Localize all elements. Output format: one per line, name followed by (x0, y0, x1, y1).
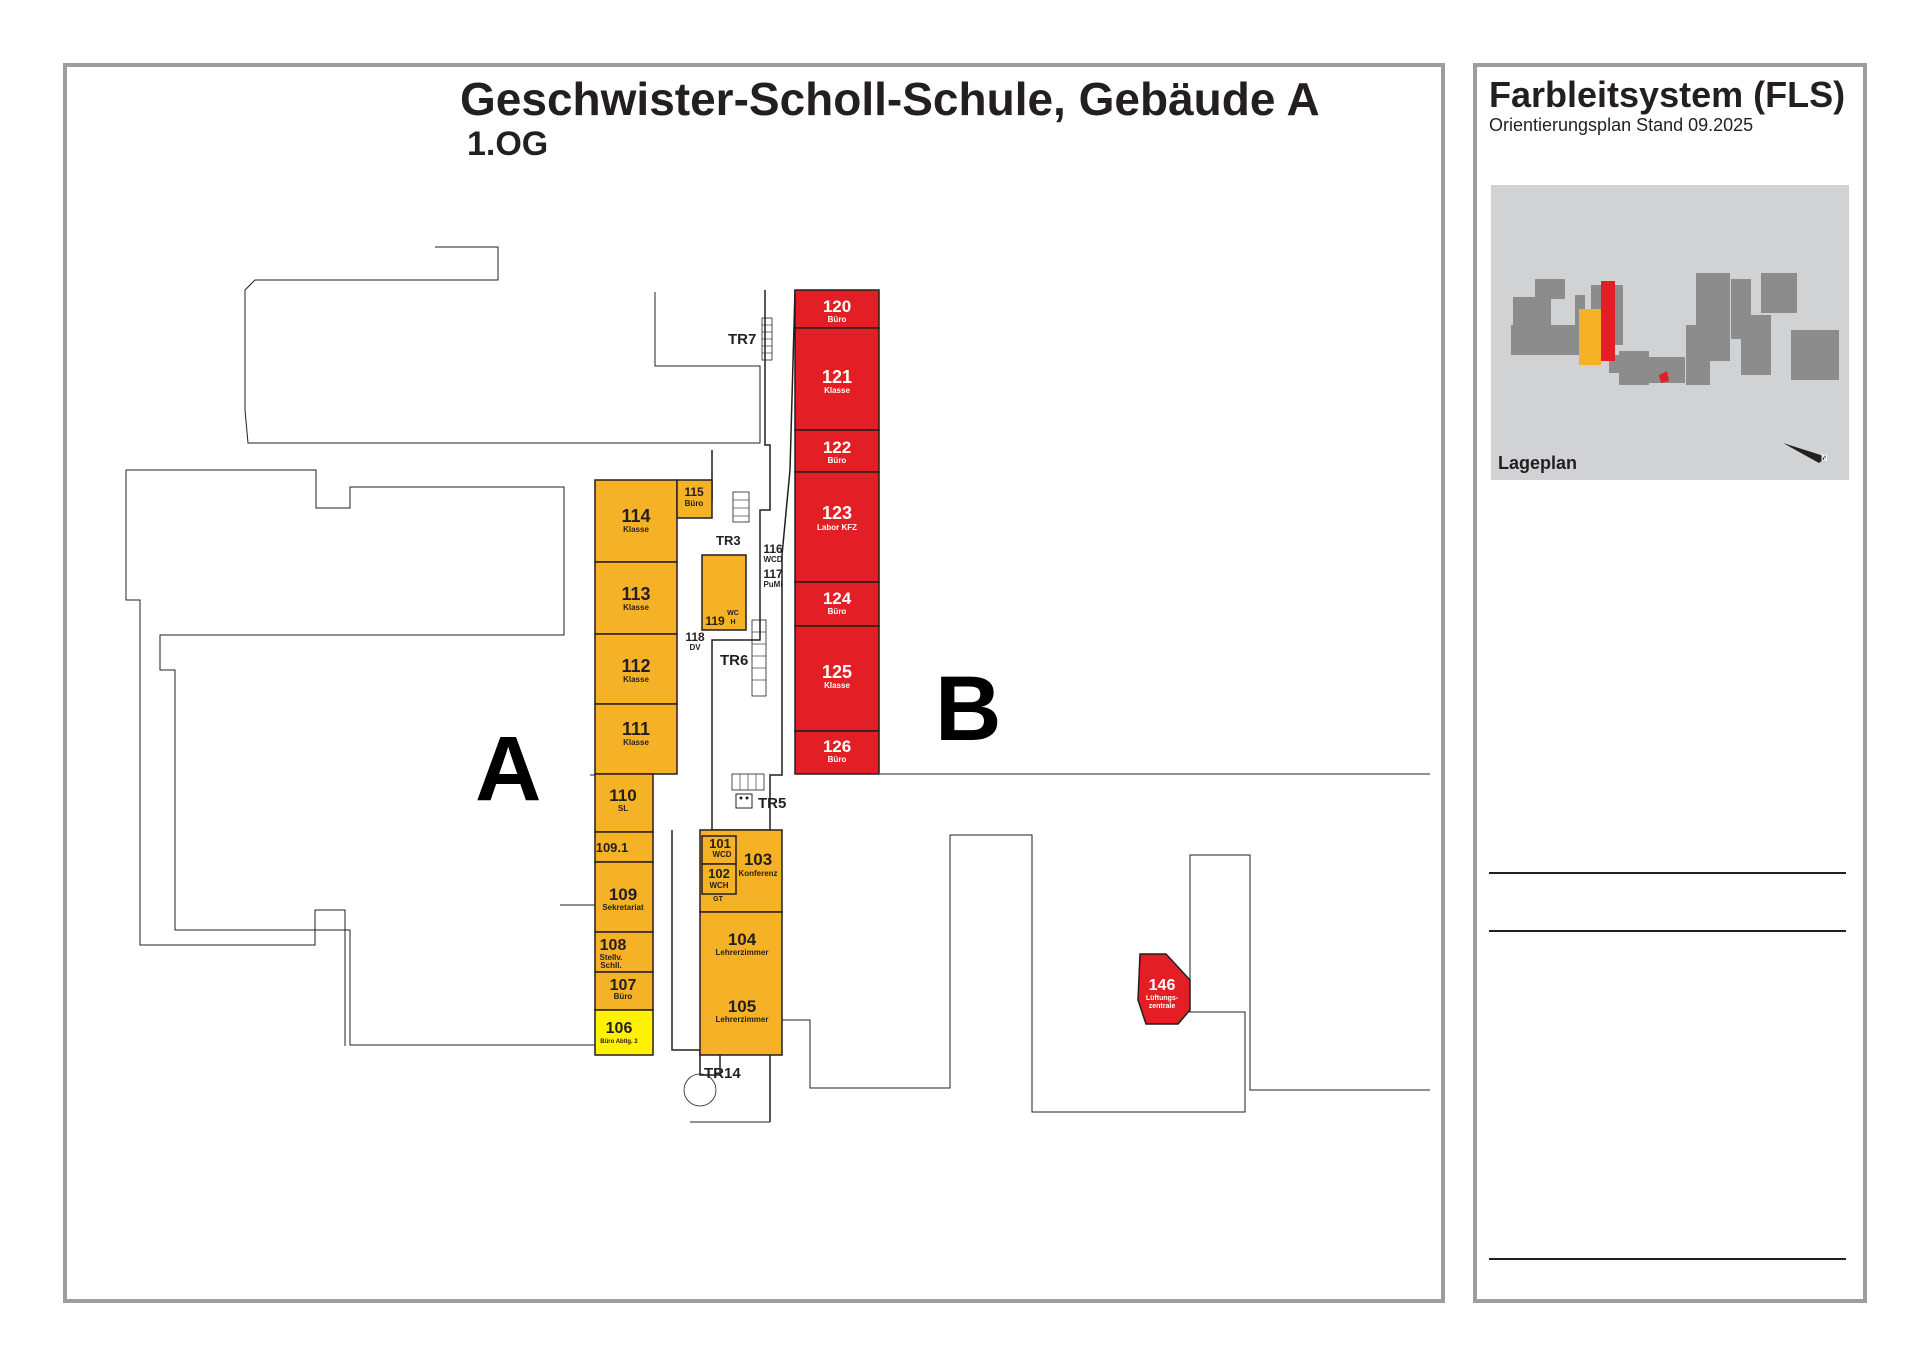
stair-tr14-label: TR14 (704, 1065, 741, 1082)
building-outlines (125, 246, 1430, 1123)
room-124-number: 124 (823, 589, 852, 608)
room-106-label: Büro Abtlg. 2 (600, 1039, 638, 1045)
site-plan-map: N (1491, 185, 1849, 480)
room-126-label: Büro (828, 755, 847, 764)
room-119-label: WC (727, 610, 739, 617)
room-119-number: 119 (705, 614, 725, 628)
stair-tr5-label: TR5 (758, 795, 786, 812)
page-title: Geschwister-Scholl-Schule, Gebäude A (460, 73, 1320, 125)
room-123-label: Labor KFZ (817, 523, 857, 532)
room-111-label: Klasse (623, 738, 649, 747)
zone-b-rooms (794, 289, 1191, 1025)
room-110-number: 110 (609, 786, 636, 805)
room-120-number: 120 (823, 297, 851, 316)
room-114-label: Klasse (623, 525, 649, 534)
room-115-number: 115 (684, 485, 704, 499)
room-120-label: Büro (828, 315, 847, 324)
room-122-number: 122 (823, 438, 851, 457)
room-102-number: 102 (708, 866, 730, 881)
room-113-label: Klasse (623, 603, 649, 612)
room-119-label-2: H (730, 619, 735, 626)
room-108-label-2: Schll. (600, 961, 621, 970)
gt-label: GT (713, 896, 723, 903)
room-125-label: Klasse (824, 681, 850, 690)
room-123-number: 123 (822, 503, 852, 523)
room-110-label: SL (618, 804, 628, 813)
room-125-number: 125 (822, 662, 852, 682)
signature-line-1 (1489, 872, 1846, 874)
room-107-label: Büro (614, 992, 633, 1001)
floor-label: 1.OG (467, 125, 549, 163)
zone-b-label: B (935, 658, 1001, 760)
room-109-number: 109 (609, 885, 637, 904)
room-116-number: 116 (763, 542, 783, 556)
room-122-label: Büro (828, 456, 847, 465)
room-107-number: 107 (610, 977, 637, 994)
room-103-label: Konferenz (738, 869, 777, 878)
room-126-number: 126 (823, 737, 851, 756)
floor-plan-frame (63, 63, 1445, 1303)
room-109-1-number: 109.1 (596, 840, 629, 855)
stair-tr6-label: TR6 (720, 652, 748, 669)
room-112-label: Klasse (623, 675, 649, 684)
legend-subtitle: Orientierungsplan Stand 09.2025 (1489, 115, 1754, 135)
room-121-number: 121 (822, 367, 852, 387)
room-labels: 120 Büro 121 Klasse 122 Büro 123 Labor K… (596, 297, 1179, 1045)
stair-steps (733, 324, 772, 790)
room-124-label: Büro (828, 607, 847, 616)
north-arrow-label: N (1821, 453, 1828, 463)
room-111-number: 111 (622, 719, 650, 739)
room-104-number: 104 (728, 930, 757, 949)
room-105-label: Lehrerzimmer (716, 1015, 769, 1024)
room-102-label: WCH (709, 881, 728, 890)
room-146-number: 146 (1149, 977, 1176, 994)
signature-line-3 (1489, 1258, 1846, 1260)
room-114-number: 114 (621, 506, 650, 526)
room-101-label: WCD (712, 850, 731, 859)
signature-line-2 (1489, 930, 1846, 932)
room-104-label: Lehrerzimmer (716, 948, 769, 957)
room-108-number: 108 (600, 937, 627, 954)
stair-tr3-label: TR3 (716, 533, 741, 548)
zone-a-rooms (594, 479, 783, 1056)
room-117-number: 117 (763, 567, 783, 581)
room-105-number: 105 (728, 997, 756, 1016)
stair-tr7-label: TR7 (728, 331, 756, 348)
room-115-label: Büro (685, 499, 704, 508)
room-116-label: WCD (763, 555, 782, 564)
room-108-label: Stellv. (600, 953, 623, 962)
room-121-label: Klasse (824, 386, 850, 395)
elevator-icon (735, 793, 753, 809)
room-103-number: 103 (744, 850, 772, 869)
room-113-number: 113 (621, 584, 650, 604)
room-109-label: Sekretariat (602, 903, 644, 912)
site-plan-graphic: N (1511, 273, 1839, 463)
room-118-number: 118 (685, 630, 705, 644)
room-146-label-2: zentrale (1149, 1003, 1176, 1010)
room-112-number: 112 (621, 656, 650, 676)
room-118-label: DV (689, 643, 701, 652)
site-plan-label: Lageplan (1498, 453, 1578, 473)
room-117-label: PuMi (763, 580, 782, 589)
zone-a-label: A (475, 718, 541, 820)
room-106-number: 106 (606, 1020, 633, 1037)
room-146-label: Lüftungs- (1146, 995, 1179, 1002)
legend-title: Farbleitsystem (FLS) (1489, 74, 1846, 115)
room-101-number: 101 (709, 836, 731, 851)
